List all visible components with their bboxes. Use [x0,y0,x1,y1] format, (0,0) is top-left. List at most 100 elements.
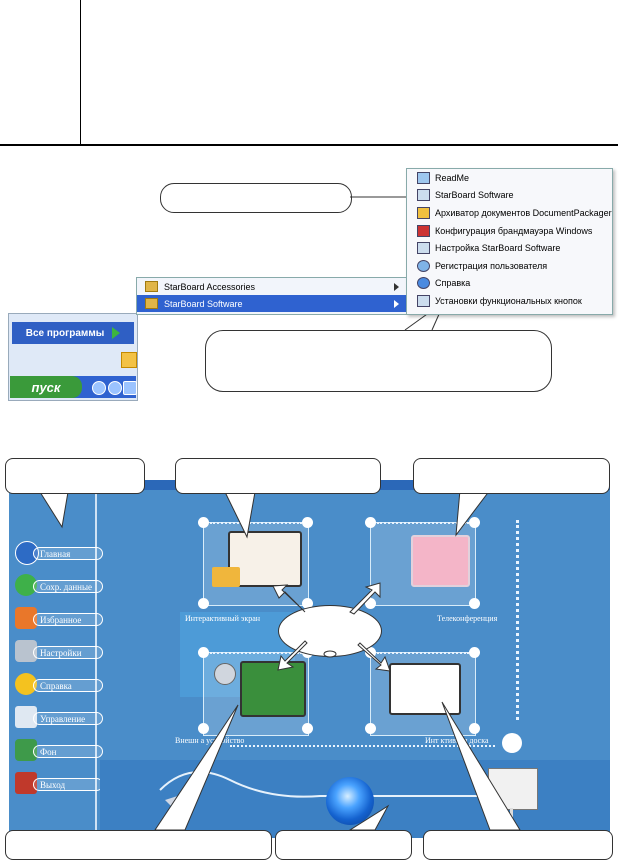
menu-item-function-buttons[interactable]: Установки функциональных кнопок [407,292,612,310]
panel-corner-dot [198,723,209,734]
conference-thumbnail [411,535,470,587]
camera-icon [214,663,236,685]
globe-icon [417,259,430,272]
device-thumbnail [240,661,306,717]
nav-item-settings[interactable]: Настройки [13,638,103,666]
board-thumbnail [389,663,461,715]
nav-item-favorites[interactable]: Избранное [13,605,103,633]
panel-corner-dot [365,598,376,609]
start-orb-button[interactable] [326,777,374,825]
nav-item-save[interactable]: Сохр. данные [13,572,103,600]
save-icon [15,574,37,596]
starboard-program-menu: ReadMe StarBoard Software Архиватор доку… [406,168,613,315]
panel-corner-dot [198,517,209,528]
panel-corner-dot [302,598,313,609]
dotted-line [210,522,302,524]
starboard-icon [417,189,430,202]
menu-item-starboard-settings[interactable]: Настройка StarBoard Software [407,239,612,257]
arrow-right-icon [112,327,121,339]
folder-icon [145,298,158,309]
all-programs-label: Все программы [25,327,105,339]
help-icon [417,277,430,290]
start-button-label: пуск [31,379,61,395]
sidebar-divider [95,490,97,835]
panel-corner-dot [469,723,480,734]
browser-icon[interactable] [92,381,106,395]
background-icon [15,739,37,761]
panel-label: Телеконференция [437,614,498,623]
panel-external-device[interactable] [203,652,309,736]
dotted-line [377,522,469,524]
callout-box-board [423,830,613,860]
menu-item-label: Конфигурация брандмауэра Windows [435,225,593,236]
nav-item-label: Выход [33,778,103,791]
exit-door-icon [15,772,37,794]
panel-corner-dot [198,598,209,609]
menu-item-label: Установки функциональных кнопок [435,295,582,306]
dotted-line [377,652,469,654]
screen-thumbnail [228,531,302,587]
menu-item-label: Справка [435,278,471,289]
top-table [0,0,618,146]
starboard-icon [417,242,430,255]
nav-item-background[interactable]: Фон [13,737,103,765]
programs-submenu: StarBoard Accessories StarBoard Software [136,277,408,315]
starboard-icon [417,294,430,307]
nav-item-label: Справка [33,679,103,692]
nav-item-home[interactable]: Главная [13,539,103,567]
nav-item-label: Настройки [33,646,103,659]
nav-item-control[interactable]: Управление [13,704,103,732]
callout-box-orb [275,830,412,860]
nav-item-label: Избранное [33,613,103,626]
callout-bottom [205,330,552,392]
menu-item-label: Настройка StarBoard Software [435,243,561,254]
callout-box-screen [175,458,381,494]
menu-item-label: ReadMe [435,172,470,183]
callout-box-nav [5,458,145,494]
folder-icon [212,567,240,587]
nav-item-help[interactable]: Справка [13,671,103,699]
menu-item-label: Регистрация пользователя [435,260,548,271]
callout-top [160,183,352,213]
menu-item-help[interactable]: Справка [407,275,612,293]
chevron-right-icon [394,299,399,308]
table-divider [80,0,81,144]
submenu-item-label: StarBoard Software [164,298,243,309]
menu-item-document-packager[interactable]: Архиватор документов DocumentPackager [407,204,612,222]
all-programs-button[interactable]: Все программы [12,322,134,344]
nav-item-label: Управление [33,712,103,725]
menu-item-firewall[interactable]: Конфигурация брандмауэра Windows [407,222,612,240]
panel-interactive-board[interactable] [370,652,476,736]
panel-corner-dot [469,598,480,609]
panel-teleconference[interactable] [370,522,476,606]
quicklaunch-icon[interactable] [123,381,137,395]
monitor-icon [15,706,37,728]
menu-item-starboard-software[interactable]: StarBoard Software [407,187,612,205]
panel-corner-dot [469,647,480,658]
document-icon [417,171,430,184]
dotted-line [516,520,519,720]
scroll-ball[interactable] [502,733,522,753]
panel-corner-dot [365,517,376,528]
tools-icon [15,640,37,662]
start-button[interactable]: пуск [10,376,82,398]
callout-box-conference [413,458,610,494]
menu-item-registration[interactable]: Регистрация пользователя [407,257,612,275]
dotted-line [230,745,495,747]
callout-box-device [5,830,272,860]
menu-item-label: StarBoard Software [435,190,514,201]
menu-item-readme[interactable]: ReadMe [407,169,612,187]
panel-interactive-screen[interactable] [203,522,309,606]
nav-item-exit[interactable]: Выход [13,770,103,798]
submenu-item-accessories[interactable]: StarBoard Accessories [137,278,407,295]
app-shortcut-icon[interactable] [121,352,137,368]
archive-icon [417,206,430,219]
ie-icon[interactable] [108,381,122,395]
chevron-right-icon [394,282,399,291]
panel-label: Интерактивный экран [185,614,261,623]
nav-item-label: Фон [33,745,103,758]
submenu-item-label: StarBoard Accessories [164,281,256,292]
panel-corner-dot [469,517,480,528]
submenu-item-starboard[interactable]: StarBoard Software [137,295,407,312]
